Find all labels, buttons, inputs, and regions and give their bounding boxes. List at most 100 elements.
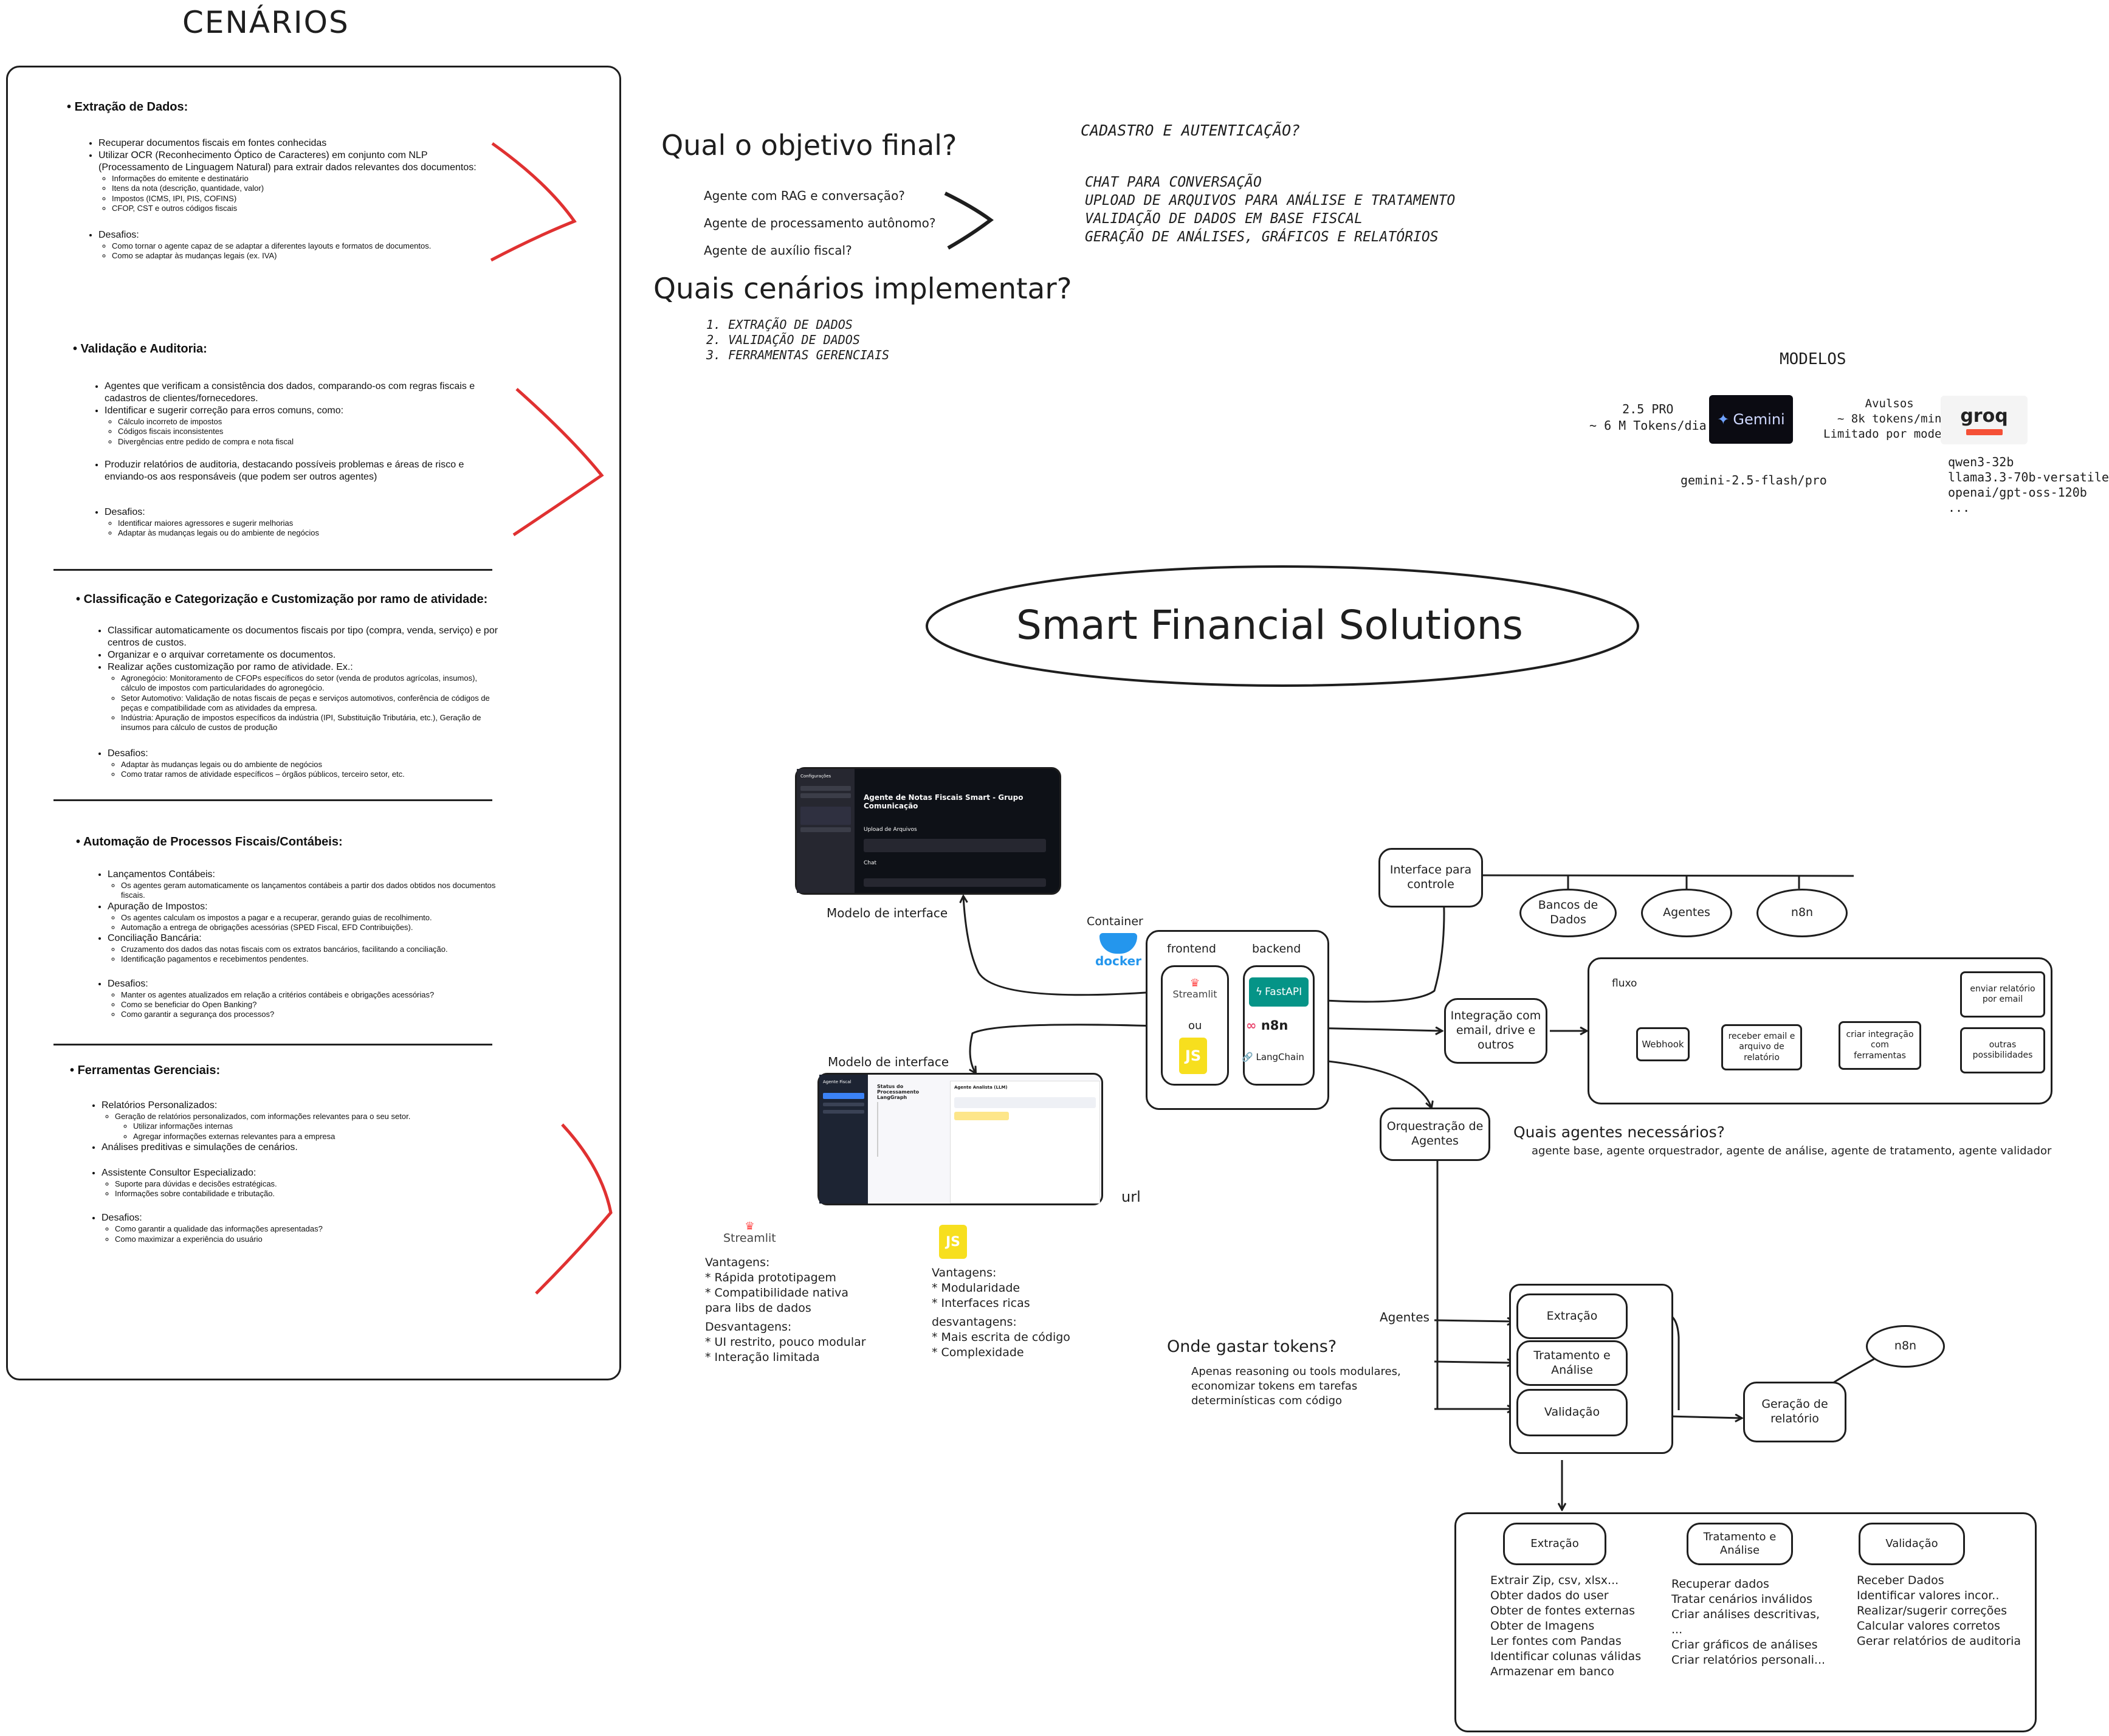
arrow	[1434, 1320, 1513, 1321]
extracao-node: Extração	[1516, 1293, 1628, 1339]
gemini-caption: gemini-2.5-flash/pro	[1681, 473, 1827, 487]
detail-item: Realizar/sugerir correções	[1857, 1604, 2007, 1617]
detail-item: Gerar relatórios de auditoria	[1857, 1634, 2021, 1648]
detail-extracao-title: Extração	[1503, 1523, 1606, 1565]
screenshot-chat: Chat	[864, 860, 877, 866]
screenshot-heading: Agente de Notas Fiscais Smart - Grupo Co…	[864, 793, 1024, 810]
detail-item: Receber Dados	[1857, 1574, 1944, 1587]
interface-screenshot-1: Configurações Agente de Notas Fiscais Sm…	[795, 767, 1061, 895]
arrow	[963, 897, 1155, 996]
section-heading: • Ferramentas Gerenciais:	[70, 1064, 221, 1077]
quais-agentes-title: Quais agentes necessários?	[1513, 1123, 1725, 1141]
quais-agentes-text: agente base, agente orquestrador, agente…	[1532, 1145, 2052, 1157]
sub-item: Cruzamento dos dados das notas fiscais c…	[121, 945, 501, 954]
detail-item: Obter de Imagens	[1490, 1619, 1595, 1633]
note-title: Vantagens:	[932, 1266, 997, 1280]
tokens-line: Apenas reasoning ou tools modulares,	[1191, 1365, 1401, 1378]
sub-item: Automação a entrega de obrigações acessó…	[121, 923, 501, 932]
plan-line: ~ 8k tokens/min	[1837, 412, 1942, 425]
criar-node: criar integração com ferramentas	[1839, 1021, 1921, 1070]
sub-item: Como se beneficiar do Open Banking?	[121, 1000, 501, 1010]
screenshot-panel-title: Status do Processamento LangGraph	[877, 1084, 920, 1100]
sub-item: Manter os agentes atualizados em relação…	[121, 990, 501, 1000]
detail-item: Ler fontes com Pandas	[1490, 1634, 1622, 1648]
detail-item: Tratar cenários inválidos	[1671, 1593, 1813, 1606]
n8n-node: n8n	[1756, 889, 1848, 937]
list-item: Realizar ações customização por ramo de …	[108, 661, 501, 733]
screenshot-upload: Upload de Arquivos	[864, 827, 917, 833]
section-heading: • Classificação e Categorização e Custom…	[76, 593, 488, 606]
list-item: Desafios: Adaptar às mudanças legais ou …	[108, 748, 501, 780]
detail-item: Armazenar em banco	[1490, 1665, 1614, 1678]
tokens-line: economizar tokens em tarefas	[1191, 1380, 1358, 1393]
model-name: openai/gpt-oss-120b	[1948, 485, 2087, 500]
screenshot-sidebar: Configurações	[797, 769, 855, 893]
agentes-label: Agentes	[1380, 1310, 1430, 1324]
list-item: Identificar e sugerir correção para erro…	[105, 405, 498, 447]
list-item: Relatórios Personalizados: Geração de re…	[101, 1100, 495, 1142]
note-item: * Mais escrita de código	[932, 1331, 1070, 1344]
sidebar-title: Agente Fiscal	[823, 1080, 852, 1084]
langchain-logo: 🔗 LangChain	[1242, 1052, 1304, 1063]
detail-item: Criar relatórios personali...	[1671, 1653, 1826, 1667]
cadastro-item: UPLOAD DE ARQUIVOS PARA ANÁLISE E TRATAM…	[1085, 193, 1456, 208]
list-item: Produzir relatórios de auditoria, destac…	[105, 459, 498, 483]
note-title: Desvantagens:	[705, 1320, 792, 1334]
detail-item: Obter dados do user	[1490, 1589, 1609, 1602]
detail-item: Extrair Zip, csv, xlsx...	[1490, 1574, 1619, 1587]
webhook-node: Webhook	[1636, 1027, 1690, 1061]
tratamento-node: Tratamento e Análise	[1516, 1340, 1628, 1386]
detail-item: Identificar valores incor..	[1857, 1589, 2000, 1602]
option: Agente com RAG e conversação?	[704, 188, 905, 203]
gemini-plan: 2.5 PRO ~ 6 M Tokens/dia	[1589, 401, 1707, 434]
cadastro-item: VALIDAÇÃO DE DADOS EM BASE FISCAL	[1085, 211, 1363, 227]
geracao-node: Geração de relatório	[1743, 1382, 1846, 1442]
list-item: Agentes que verificam a consistência dos…	[105, 381, 498, 405]
sub-item: Impostos (ICMS, IPI, PIS, COFINS)	[112, 194, 492, 204]
screenshot-dropzone	[864, 839, 1046, 852]
streamlit-notes: Vantagens: * Rápida prototipagem * Compa…	[705, 1255, 866, 1365]
langchain-icon: 🔗	[1242, 1052, 1253, 1063]
arrow	[1668, 1416, 1741, 1418]
detail-item: Identificar colunas válidas	[1490, 1650, 1642, 1663]
screenshot-chat-panel: Agente Analista (LLM)	[950, 1081, 1100, 1204]
cadastro-list: CHAT PARA CONVERSAÇÃO UPLOAD DE ARQUIVOS…	[1085, 173, 1455, 246]
sub-item: Informações sobre contabilidade e tribut…	[115, 1189, 495, 1199]
model-name: qwen3-32b	[1948, 455, 2014, 469]
option: Agente de auxílio fiscal?	[704, 243, 852, 258]
gemini-logo: ✦Gemini	[1709, 395, 1793, 444]
model-name: ...	[1948, 500, 1970, 515]
list-item: Utilizar OCR (Reconhecimento Óptico de C…	[98, 150, 492, 213]
cadastro-item: CHAT PARA CONVERSAÇÃO	[1085, 174, 1262, 190]
detail-validacao-list: Receber Dados Identificar valores incor.…	[1857, 1573, 2021, 1649]
list-item: Assistente Consultor Especializado: Supo…	[101, 1167, 495, 1199]
interface-controle-node: Interface para controle	[1378, 848, 1483, 908]
sub-item: Agronegócio: Monitoramento de CFOPs espe…	[121, 673, 501, 694]
detail-tratamento-list: Recuperar dados Tratar cenários inválido…	[1671, 1577, 1825, 1668]
groq-logo: groq	[1941, 396, 2028, 444]
section-classificacao: • Classificação e Categorização e Custom…	[76, 593, 501, 779]
section-heading: • Validação e Auditoria:	[73, 342, 207, 356]
cenario-item: 2. VALIDAÇÃO DE DADOS	[706, 332, 860, 347]
orquestracao-node: Orquestração de Agentes	[1380, 1107, 1490, 1161]
n8n-logo: ∞ n8n	[1246, 1018, 1288, 1033]
ou-label: ou	[1188, 1019, 1202, 1032]
integracao-node: Integração com email, drive e outros	[1444, 998, 1547, 1064]
objetivo-title: Qual o objetivo final?	[661, 129, 957, 162]
sub-item: Como garantir a qualidade das informaçõe…	[115, 1224, 495, 1234]
list-item: Recuperar documentos fiscais em fontes c…	[98, 137, 492, 150]
detail-item: ...	[1671, 1623, 1683, 1636]
model-name: llama3.3-70b-versatile	[1948, 470, 2109, 484]
sub-item: Divergências entre pedido de compra e no…	[118, 437, 498, 447]
sub-item: Cálculo incorreto de impostos	[118, 417, 498, 427]
fluxo-label: fluxo	[1612, 977, 1637, 990]
section-validacao: • Validação e Auditoria: Agentes que ver…	[73, 342, 498, 538]
section-divider	[53, 799, 492, 801]
sub-item: Os agentes calculam os impostos a pagar …	[121, 913, 501, 923]
detail-item: Calcular valores corretos	[1857, 1619, 2000, 1633]
section-divider	[53, 1044, 492, 1045]
screenshot-sidebar: Agente Fiscal	[819, 1075, 868, 1204]
list-item: Desafios: Manter os agentes atualizados …	[108, 978, 501, 1020]
detail-item: Recuperar dados	[1671, 1577, 1769, 1591]
sub-item: Identificação pagamentos e recebimentos …	[121, 954, 501, 964]
